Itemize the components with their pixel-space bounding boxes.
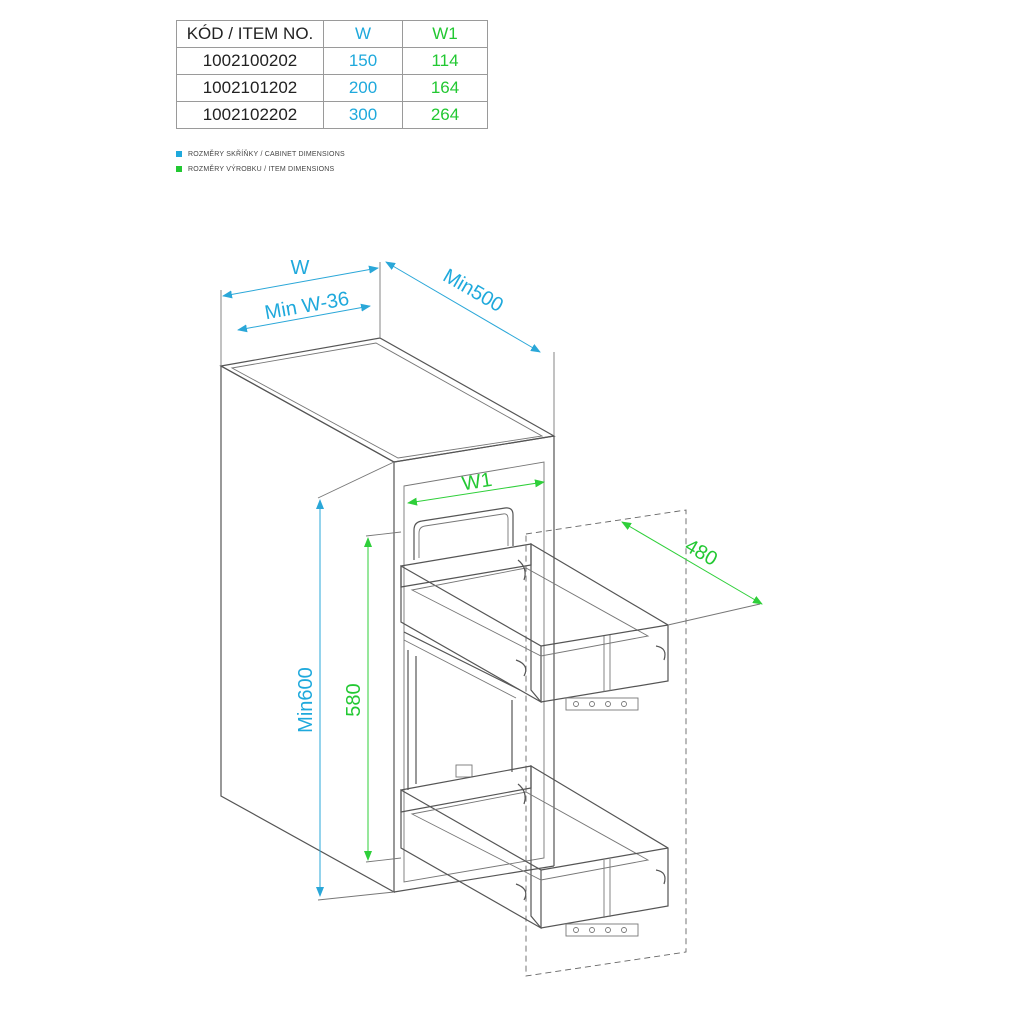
cell-w: 300 xyxy=(323,101,403,129)
cabinet-swatch-icon xyxy=(176,151,182,157)
dimension-depth-label: 480 xyxy=(681,535,721,571)
dimension-min-height: Min600 xyxy=(295,461,395,901)
header-w: W xyxy=(323,20,403,48)
table-row: 1002100202 150 114 xyxy=(176,47,488,75)
lower-basket xyxy=(400,764,669,937)
cell-w1: 114 xyxy=(402,47,488,75)
cell-w1: 264 xyxy=(402,101,488,129)
dimension-height: 580 xyxy=(343,531,402,863)
cabinet-body xyxy=(219,337,556,894)
rear-frame xyxy=(403,507,521,790)
cell-code: 1002100202 xyxy=(176,47,324,75)
dimension-min-depth-label: Min500 xyxy=(439,265,507,317)
dimension-min-height-label: Min600 xyxy=(295,667,317,733)
dimension-min-w-label: Min W-36 xyxy=(263,288,351,324)
dimension-w-label: W xyxy=(291,257,310,279)
dimension-w1: W1 xyxy=(407,469,545,506)
dimension-min-w: Min W-36 xyxy=(237,288,371,333)
dimension-min-depth: Min500 xyxy=(385,261,555,436)
dimension-w1-label: W1 xyxy=(461,469,494,495)
table-row: 1002102202 300 264 xyxy=(176,101,488,129)
legend-cabinet-label: ROZMĚRY SKŘÍŇKY / CABINET DIMENSIONS xyxy=(188,151,345,158)
item-swatch-icon xyxy=(176,166,182,172)
dimension-w: W xyxy=(220,257,381,366)
upper-basket xyxy=(400,542,669,711)
table-header-row: KÓD / ITEM NO. W W1 xyxy=(176,20,488,48)
legend-cabinet: ROZMĚRY SKŘÍŇKY / CABINET DIMENSIONS xyxy=(176,151,345,158)
dimension-table: KÓD / ITEM NO. W W1 1002100202 150 114 1… xyxy=(176,20,488,129)
cell-w: 200 xyxy=(323,74,403,102)
cell-w1: 164 xyxy=(402,74,488,102)
cell-code: 1002101202 xyxy=(176,74,324,102)
door-panel-outline xyxy=(525,509,687,977)
header-code: KÓD / ITEM NO. xyxy=(176,20,324,48)
legend-item: ROZMĚRY VÝROBKU / ITEM DIMENSIONS xyxy=(176,166,334,173)
dimension-height-label: 580 xyxy=(343,683,365,716)
cell-code: 1002102202 xyxy=(176,101,324,129)
legend-item-label: ROZMĚRY VÝROBKU / ITEM DIMENSIONS xyxy=(188,166,335,173)
table-row: 1002101202 200 164 xyxy=(176,74,488,102)
